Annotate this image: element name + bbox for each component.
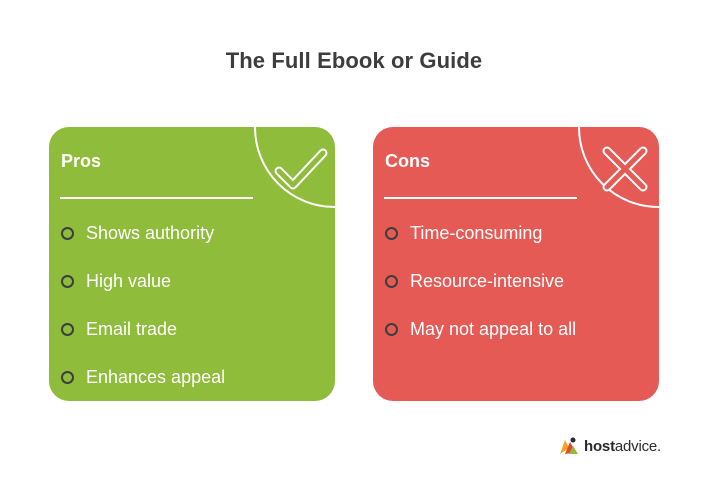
cons-item-label: Time-consuming xyxy=(410,222,543,243)
pros-list-item: Shows authority xyxy=(61,209,225,257)
pros-card: Pros Shows authority High value Email tr… xyxy=(49,127,335,401)
bullet-circle-icon xyxy=(61,274,74,288)
pros-item-label: Enhances appeal xyxy=(86,366,226,387)
pros-list: Shows authority High value Email trade E… xyxy=(61,209,225,401)
cons-item-label: Resource-intensive xyxy=(410,270,565,291)
brand-name-bold: host xyxy=(584,437,615,455)
cons-list-item: May not appeal to all xyxy=(385,305,576,353)
checkmark-icon xyxy=(274,148,328,190)
cons-heading: Cons xyxy=(385,151,430,171)
pros-list-item: Enhances appeal xyxy=(61,353,225,401)
cross-icon xyxy=(602,146,648,192)
page-title: The Full Ebook or Guide xyxy=(225,48,483,73)
bullet-circle-icon xyxy=(61,226,74,240)
bullet-circle-icon xyxy=(61,322,74,336)
brand-name: hostadvice. xyxy=(584,438,661,455)
hostadvice-logo-icon xyxy=(560,437,578,454)
bullet-circle-icon xyxy=(385,226,398,240)
pros-item-label: Email trade xyxy=(86,318,178,339)
brand-name-regular: advice. xyxy=(614,437,662,455)
bullet-circle-icon xyxy=(61,370,74,384)
pros-list-item: Email trade xyxy=(61,305,225,353)
pros-list-item: High value xyxy=(61,257,225,305)
cons-list-item: Time-consuming xyxy=(385,209,576,257)
cons-card: Cons Time-consuming Resource-intensive M… xyxy=(373,127,659,401)
pros-divider xyxy=(60,197,253,199)
pros-heading: Pros xyxy=(61,151,102,171)
bullet-circle-icon xyxy=(385,322,398,336)
cons-list-item: Resource-intensive xyxy=(385,257,576,305)
cons-list: Time-consuming Resource-intensive May no… xyxy=(385,209,576,353)
cons-divider xyxy=(384,197,577,199)
pros-item-label: High value xyxy=(86,270,172,291)
brand-logo: hostadvice. xyxy=(556,434,661,458)
pros-item-label: Shows authority xyxy=(86,222,215,243)
cons-item-label: May not appeal to all xyxy=(410,318,577,339)
bullet-circle-icon xyxy=(385,274,398,288)
